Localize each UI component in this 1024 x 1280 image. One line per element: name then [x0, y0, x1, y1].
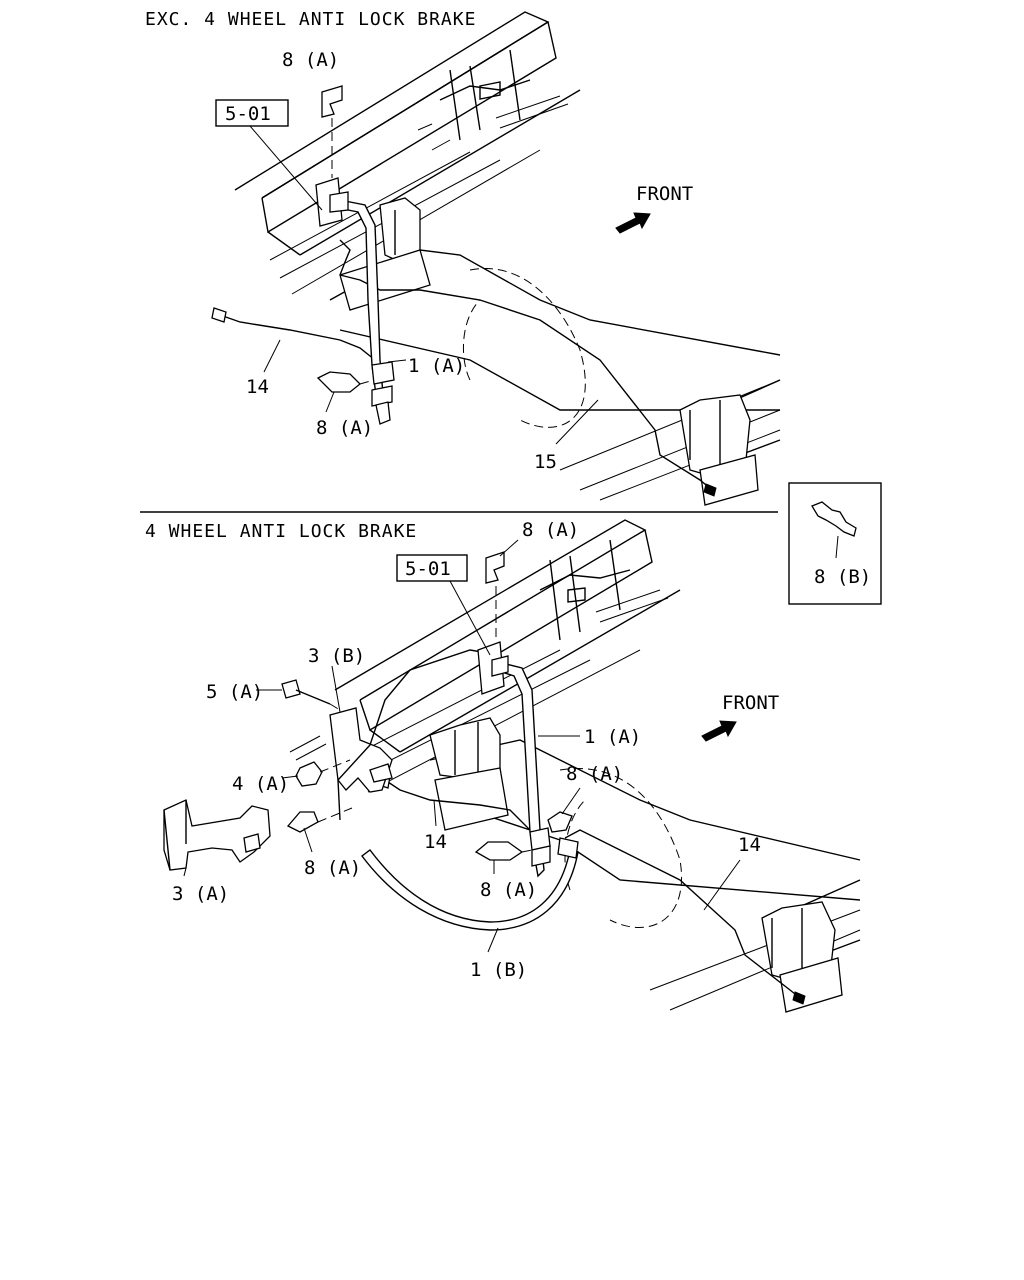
- bottom-nut-4a: [295, 761, 323, 787]
- top-ref-box: [215, 99, 289, 127]
- bottom-callout-bolt-5a: 5 (A): [206, 681, 263, 703]
- bottom-ref-box-label: 5-01: [405, 558, 451, 580]
- bottom-clip-8a-right: [547, 811, 573, 833]
- top-pipe-15-fitting: [703, 483, 717, 497]
- bottom-front-arrow-icon: [701, 720, 737, 742]
- top-clip-8a-lower: [316, 371, 361, 393]
- bottom-section: 4 WHEEL ANTI LOCK BRAKE: [145, 519, 861, 1013]
- bottom-callout-hose-1a: 1 (A): [584, 726, 641, 748]
- bottom-hose-1a: [495, 661, 545, 878]
- bottom-callout-clip-center: 8 (A): [480, 879, 537, 901]
- bottom-callout-nut-4a: 4 (A): [232, 773, 289, 795]
- bottom-bracket-3a: [163, 799, 271, 871]
- top-callout-hose: 1 (A): [408, 355, 465, 377]
- bottom-bolt-5a: [281, 679, 301, 699]
- top-callout-clip-upper: 8 (A): [282, 49, 339, 71]
- top-pipe-15: [339, 274, 713, 491]
- bottom-clip-8a-center: [474, 841, 524, 861]
- bottom-axle: [429, 717, 861, 1013]
- bottom-frame-rail: [334, 519, 681, 793]
- bottom-callout-bracket-3a: 3 (A): [172, 883, 229, 905]
- bottom-clip-8a-top: [485, 551, 505, 584]
- top-callout-clip-lower: 8 (A): [316, 417, 373, 439]
- top-front-arrow-icon: [615, 212, 651, 234]
- top-section: EXC. 4 WHEEL ANTI LOCK BRAKE: [145, 9, 781, 506]
- top-clip-8a-upper: [321, 85, 343, 118]
- top-front-label: FRONT: [636, 183, 693, 205]
- bottom-callout-hose-1b: 1 (B): [470, 959, 527, 981]
- bottom-front-label: FRONT: [722, 692, 779, 714]
- bottom-section-title: 4 WHEEL ANTI LOCK BRAKE: [145, 521, 417, 542]
- bottom-callout-bracket-3b: 3 (B): [308, 645, 365, 667]
- top-axle: [329, 197, 781, 506]
- bottom-callout-clip-right: 8 (A): [566, 763, 623, 785]
- top-hose-bracket: [315, 177, 343, 227]
- bottom-callout-clip-left: 8 (A): [304, 857, 361, 879]
- top-section-title: EXC. 4 WHEEL ANTI LOCK BRAKE: [145, 9, 476, 30]
- top-pipe-14-fitting: [211, 307, 227, 323]
- bottom-pipe-14-right: [564, 829, 801, 999]
- bottom-callout-clip-top: 8 (A): [522, 519, 579, 541]
- bottom-hose-1b: [361, 849, 579, 931]
- bottom-hose-bracket: [477, 641, 505, 695]
- bottom-callout-pipe-14-right: 14: [738, 834, 761, 856]
- top-callout-pipe-14: 14: [246, 376, 269, 398]
- inset-clip-8b-icon: [811, 501, 857, 537]
- inset-label: 8 (B): [814, 566, 871, 588]
- top-ref-box-label: 5-01: [225, 103, 271, 125]
- bottom-callout-pipe-14-left: 14: [424, 831, 447, 853]
- top-pipe-14: [219, 314, 376, 361]
- top-callout-pipe-15: 15: [534, 451, 557, 473]
- inset-box: 8 (B): [788, 482, 882, 605]
- bottom-clip-8a-left: [286, 811, 319, 833]
- bottom-ref-box: [396, 554, 468, 582]
